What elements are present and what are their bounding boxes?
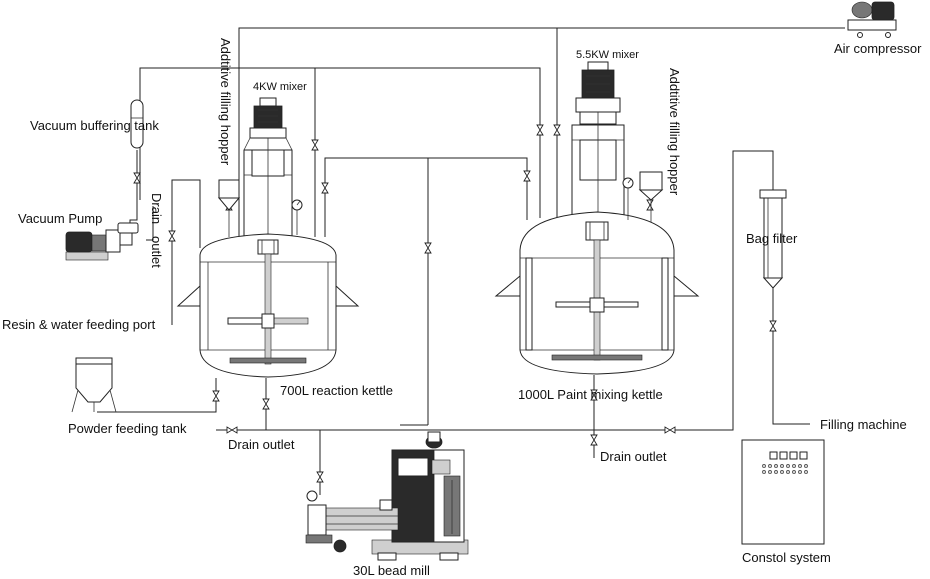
paint-mixing-kettle-label: 1000L Paint mixing kettle <box>518 387 663 402</box>
air-compressor <box>847 1 897 38</box>
bag-filter-label: Bag filter <box>746 231 798 246</box>
resin-water-feeding-port-label: Resin & water feeding port <box>2 317 156 332</box>
control-system-cabinet <box>741 439 825 545</box>
additive-filling-hopper-left-label: Addtitive filling hopper <box>218 38 233 166</box>
powder-feeding-tank-label: Powder feeding tank <box>68 421 187 436</box>
valve <box>536 124 544 136</box>
valve <box>316 471 324 483</box>
bead-mill-label: 30L bead mill <box>353 563 430 578</box>
vacuum-pump <box>65 222 139 261</box>
vacuum-buffering-tank <box>130 99 144 149</box>
bag-filter <box>759 189 787 289</box>
valve <box>212 390 220 402</box>
air-compressor-label: Air compressor <box>834 41 922 56</box>
filling-machine-label: Filling machine <box>820 417 907 432</box>
vacuum-buffering-tank-label: Vacuum buffering tank <box>30 118 159 133</box>
valve <box>664 426 676 434</box>
valve <box>553 124 561 136</box>
valve <box>590 434 598 446</box>
reaction-kettle-700l <box>176 97 360 378</box>
drain-outlet-label-vertical-2: outlet <box>149 236 164 268</box>
control-panel-buttons <box>762 464 808 474</box>
drain-outlet-bottom-left-label: Drain outlet <box>228 437 295 452</box>
drain-outlet-label-vertical-1: Drain <box>149 193 164 224</box>
paint-mixing-kettle-1000l <box>494 61 700 375</box>
vacuum-pump-label: Vacuum Pump <box>18 211 102 226</box>
valve <box>590 389 598 401</box>
drain-outlet-bottom-right-label: Drain outlet <box>600 449 667 464</box>
valve <box>168 230 176 242</box>
valve <box>262 398 270 410</box>
mixer-5-5kw-label: 5.5KW mixer <box>576 49 639 61</box>
additive-filling-hopper-right-label: Addtitive filling hopper <box>667 68 682 196</box>
mixer-4kw-label: 4KW mixer <box>253 81 307 93</box>
valve <box>646 199 654 211</box>
valve <box>321 182 329 194</box>
valve <box>769 320 777 332</box>
valve <box>311 139 319 151</box>
control-system-label: Constol system <box>742 550 831 565</box>
valve <box>523 170 531 182</box>
valve <box>133 172 141 184</box>
powder-feeding-tank <box>71 357 117 413</box>
labels: Air compressor Vacuum buffering tank Vac… <box>2 38 922 578</box>
valve <box>424 242 432 254</box>
bead-mill-30l <box>305 431 469 561</box>
reaction-kettle-label: 700L reaction kettle <box>280 383 393 398</box>
valve <box>226 426 238 434</box>
